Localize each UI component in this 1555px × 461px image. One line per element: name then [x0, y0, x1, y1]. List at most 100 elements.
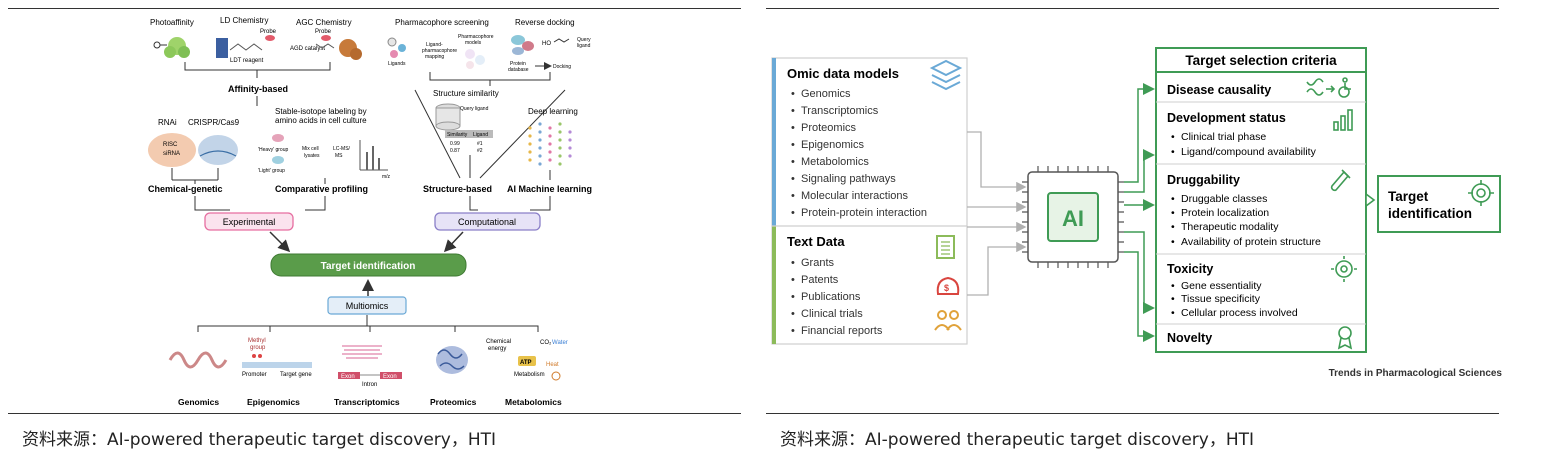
- crispr-icon: [198, 135, 238, 165]
- methyl-line2: group: [250, 345, 266, 351]
- proteomics-label: Proteomics: [430, 397, 477, 407]
- lpm-line1: Ligand-: [426, 42, 443, 48]
- document-icon: [936, 235, 955, 259]
- chemical-line2: energy: [488, 346, 506, 352]
- pharmacophore-icon: Ligands Ligand- pharmacophore mapping Ph…: [387, 34, 494, 69]
- omic-item-label: Proteomics: [801, 122, 857, 134]
- epigenomics-label: Epigenomics: [247, 397, 300, 407]
- lcms-label: LC-MS/: [333, 146, 351, 152]
- silac-icon: 'Heavy' group 'Light' group Mix cell lys…: [258, 134, 391, 180]
- protein-db-line1: Protein: [510, 61, 526, 67]
- development-status-title: Development status: [1167, 111, 1286, 125]
- metabolomics-icon: Chemical energy ATP CO₂ Water Heat Metab…: [486, 339, 568, 381]
- mz-label: m/z: [382, 174, 391, 180]
- water-label: Water: [552, 340, 568, 346]
- drug-bullet: •: [1171, 193, 1175, 205]
- omic-item-label: Metabolomics: [801, 156, 869, 168]
- omic-item: •: [791, 207, 795, 219]
- ld-chemistry-icon: Probe LDT reagent: [216, 29, 277, 64]
- source-caption-left: 资料来源：AI-powered therapeutic target disco…: [22, 430, 497, 450]
- target-gene-label: Target gene: [280, 372, 312, 378]
- transcriptomics-icon: Exon Exon Intron: [338, 345, 402, 388]
- text-data-title: Text Data: [787, 234, 845, 249]
- target-identification-box: [270, 253, 467, 277]
- bottom-rule-right: [766, 413, 1499, 414]
- journal-label: Trends in Pharmacological Sciences: [1329, 368, 1503, 379]
- ligands-label: Ligands: [388, 61, 406, 67]
- photoaffinity-protein-icon: [153, 37, 190, 58]
- pharmacophore-title: Pharmacophore screening: [395, 18, 489, 27]
- lpm-line2: pharmacophore: [422, 48, 457, 54]
- ai-ml-heading: AI Machine learning: [507, 184, 592, 194]
- agc-probe-label: Probe: [315, 29, 332, 35]
- tox-item-1: Gene essentiality: [1181, 280, 1262, 292]
- transcriptomics-label: Transcriptomics: [334, 397, 400, 407]
- omic-item: •: [791, 156, 795, 168]
- docking-label: Docking: [553, 64, 571, 70]
- text-item-label: Patents: [801, 274, 839, 286]
- text-item-label: Financial reports: [801, 325, 883, 337]
- tox-bullet: •: [1171, 280, 1175, 292]
- similarity-table: Similarity Ligand 0.99 #1 0.87 #2: [445, 130, 493, 154]
- lpm-line3: mapping: [425, 54, 444, 60]
- structure-similarity-title: Structure similarity: [433, 89, 499, 98]
- drug-item-2: Protein localization: [1181, 207, 1269, 219]
- novelty-title: Novelty: [1167, 331, 1212, 345]
- tox-item-2: Tissue specificity: [1181, 293, 1261, 305]
- top-rule-right: [766, 8, 1499, 9]
- promoter-label: Promoter: [242, 372, 267, 378]
- rnai-icon: RISC siRNA: [148, 133, 196, 167]
- protein-structure-icon: [436, 346, 468, 374]
- reverse-docking-title: Reverse docking: [515, 18, 575, 27]
- toxicity-title: Toxicity: [1167, 262, 1213, 276]
- target-identification-label: Target identification: [321, 261, 416, 272]
- heat-label: Heat: [546, 362, 559, 368]
- bar-chart-icon: [1333, 109, 1353, 131]
- svg-text:$: $: [944, 283, 949, 293]
- heavy-group-label: 'Heavy' group: [258, 147, 288, 153]
- dev-bullet: •: [1171, 131, 1175, 143]
- sim-row1-lig: #1: [477, 141, 483, 147]
- comparative-profiling-heading: Comparative profiling: [275, 184, 368, 194]
- text-item: •: [791, 308, 795, 320]
- ld-chemistry-label: LD Chemistry: [220, 16, 268, 25]
- omic-item-label: Signaling pathways: [801, 173, 896, 185]
- light-group-label: 'Light' group: [258, 168, 285, 174]
- drug-bullet: •: [1171, 221, 1175, 233]
- chemical-line1: Chemical: [486, 339, 511, 345]
- test-tube-icon: [1330, 169, 1351, 192]
- metabolism-label: Metabolism: [514, 372, 545, 378]
- silac-title-line1: Stable-isotope labeling by: [275, 107, 367, 116]
- omic-item-label: Protein-protein interaction: [801, 207, 927, 219]
- tox-item-3: Cellular process involved: [1181, 307, 1298, 319]
- photoaffinity-label: Photoaffinity: [150, 18, 194, 27]
- omic-item-label: Genomics: [801, 88, 851, 100]
- co2-label: CO₂: [540, 340, 552, 346]
- tox-bullet: •: [1171, 293, 1175, 305]
- omic-item-label: Epigenomics: [801, 139, 864, 151]
- neural-net-icon: [528, 122, 572, 166]
- affinity-based-heading: Affinity-based: [228, 84, 288, 94]
- target-identification-right-box: [1377, 175, 1501, 233]
- omic-item: •: [791, 88, 795, 100]
- computational-box: [434, 212, 541, 231]
- tox-bullet: •: [1171, 307, 1175, 319]
- bottom-rule-left: [8, 413, 741, 414]
- multiomics-label: Multiomics: [346, 301, 389, 311]
- dna-to-wheelchair-icon: [1306, 77, 1351, 98]
- database-icon: [435, 103, 461, 131]
- target-line2: identification: [1388, 206, 1472, 221]
- ligand-col: Ligand: [473, 132, 488, 138]
- omic-list: •Genomics •Transcriptomics •Proteomics •…: [791, 88, 927, 219]
- risc-label: RISC: [163, 142, 178, 148]
- people-icon: [934, 310, 962, 331]
- chemical-genetic-heading: Chemical-genetic: [148, 184, 223, 194]
- text-item-label: Publications: [801, 291, 861, 303]
- money-bag-icon: $: [936, 276, 960, 295]
- pm-line1: Pharmacophore: [458, 34, 494, 40]
- dev-bullet: •: [1171, 146, 1175, 158]
- crispr-label: CRISPR/Cas9: [188, 118, 240, 127]
- virus-icon: [1331, 256, 1357, 282]
- omic-item: •: [791, 173, 795, 185]
- exon-label-1: Exon: [341, 374, 355, 380]
